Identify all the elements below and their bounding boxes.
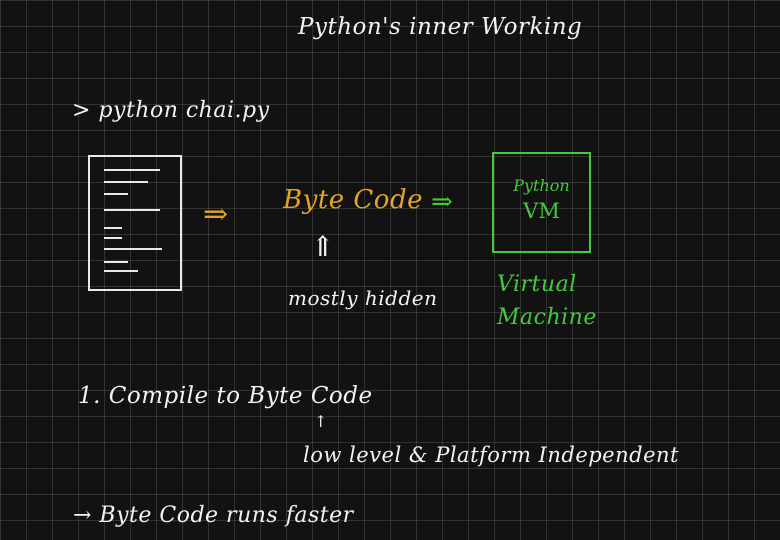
file-line — [104, 193, 128, 195]
page-title: Python's inner Working — [298, 14, 583, 40]
mostly-hidden-label: mostly hidden — [288, 286, 438, 310]
file-line — [104, 248, 162, 250]
file-line — [104, 209, 160, 211]
double-arrow-right-icon: ⇒ — [203, 197, 229, 232]
file-line — [104, 227, 122, 229]
vm-box-python-label: Python — [513, 176, 570, 195]
file-line — [104, 261, 128, 263]
double-arrow-right-icon: ⇒ — [431, 187, 454, 217]
vm-box-vm-label: VM — [523, 199, 560, 223]
virtual-machine-label: Virtual Machine — [497, 272, 597, 330]
file-line — [104, 181, 148, 183]
command-line: > python chai.py — [72, 98, 270, 123]
source-file-icon — [88, 155, 182, 291]
point-runs-faster: → Byte Code runs faster — [73, 503, 354, 528]
file-line — [104, 270, 138, 272]
file-line — [104, 169, 160, 171]
arrow-up-icon: ↑ — [314, 412, 328, 431]
bytecode-label: Byte Code — [283, 185, 423, 215]
python-vm-box: Python VM — [492, 152, 591, 253]
double-arrow-up-icon: ⇑ — [311, 230, 335, 263]
platform-independent-note: low level & Platform Independent — [303, 443, 679, 467]
point-compile: 1. Compile to Byte Code — [78, 383, 373, 409]
file-line — [104, 237, 122, 239]
